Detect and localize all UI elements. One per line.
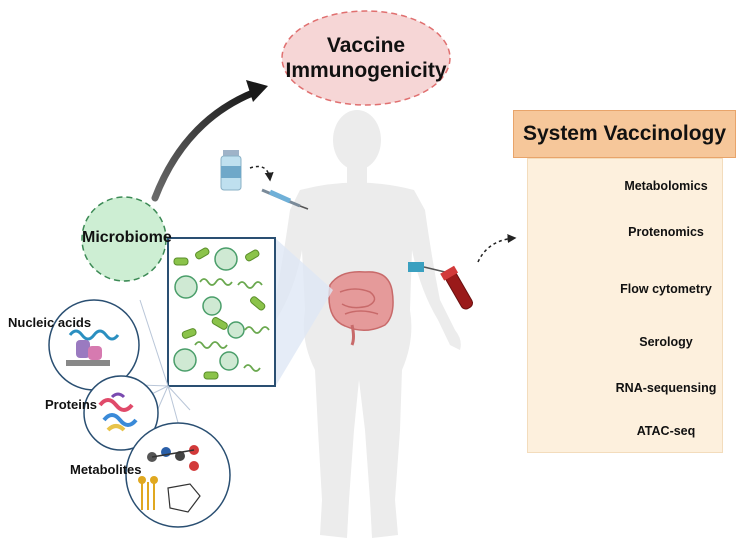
- method-serology: Serology: [639, 335, 693, 349]
- method-flow-cytometry: Flow cytometry: [620, 282, 712, 296]
- vaccine-immunogenicity-ellipse: [281, 10, 451, 106]
- big-arrow: [151, 88, 259, 202]
- vial-arrow: [249, 165, 274, 182]
- vaccine-vial-icon: [220, 150, 242, 191]
- method-metabolomics: Metabolomics: [624, 179, 708, 193]
- vaccine-immunogenicity-title: Vaccine Immunogenicity: [282, 33, 450, 83]
- microbiome-label: Microbiome: [82, 229, 172, 246]
- system-vaccinology-header: System Vaccinology: [513, 110, 736, 158]
- system-vaccinology-panel: [527, 158, 723, 453]
- method-protenomics: Protenomics: [628, 225, 704, 239]
- metabolites-label: Metabolites: [70, 462, 142, 477]
- method-atac-seq: ATAC-seq: [636, 424, 696, 438]
- nucleic-acids-circle: [48, 299, 140, 391]
- blood-collection-tube-icon: [408, 262, 473, 310]
- proteins-circle: [83, 375, 159, 451]
- big-arrow-head: [246, 80, 268, 102]
- zoom-cone: [275, 238, 333, 387]
- metabolites-circle: [125, 422, 231, 528]
- method-rna-sequensing: RNA-sequensing: [615, 381, 717, 395]
- title-line-1: Vaccine: [326, 34, 406, 57]
- intestine-illustration: [328, 271, 394, 346]
- title-line-2: Immunogenicity: [285, 59, 447, 82]
- microbiome-panel: [167, 237, 276, 387]
- sample-arrow: [477, 234, 517, 263]
- syringe-icon: [261, 188, 309, 210]
- microbiome-circle: [81, 196, 167, 282]
- proteins-label: Proteins: [45, 397, 98, 412]
- nucleic-acids-label: Nucleic acids: [8, 315, 92, 330]
